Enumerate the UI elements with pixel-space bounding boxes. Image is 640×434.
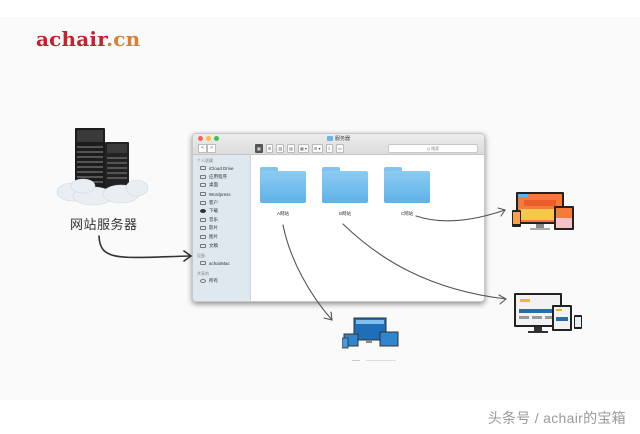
music-icon — [200, 217, 206, 222]
share-button[interactable]: ⇧ — [325, 144, 333, 153]
sidebar-item-label: Wordpress — [209, 191, 231, 197]
view-columns-button[interactable]: ▥ — [276, 144, 285, 153]
sidebar-item-icloud[interactable]: iCloud Drive — [193, 164, 250, 173]
sidebar-item-documents[interactable]: 文稿 — [193, 241, 250, 250]
network-icon — [200, 278, 206, 283]
sidebar-item-movies[interactable]: 影片 — [193, 224, 250, 233]
view-list-button[interactable]: ☰ — [265, 144, 274, 153]
sidebar-item-all[interactable]: 所有 — [193, 277, 250, 286]
server-icon — [55, 128, 150, 208]
window-title: 服务器 — [193, 135, 484, 142]
sidebar-item-desktop[interactable]: 桌面 — [193, 181, 250, 190]
sidebar: 个人收藏 iCloud Drive 应用程序 桌面 Wordpress 客户 下… — [193, 155, 251, 301]
folder-icon — [200, 200, 206, 205]
folder-icon — [326, 136, 333, 142]
document-icon — [200, 243, 206, 248]
folder-label-b[interactable]: B网站 — [338, 211, 351, 216]
window-controls — [198, 136, 219, 141]
sidebar-item-label: 桌面 — [209, 182, 218, 188]
sidebar-header-favorites: 个人收藏 — [197, 158, 213, 163]
photo-icon — [200, 235, 206, 240]
sidebar-item-achairmac[interactable]: achairMac — [193, 259, 250, 268]
responsive-devices-blue-icon — [514, 293, 584, 356]
content-area: A网站 B网站 C网站 — [251, 155, 484, 301]
folder-icon — [200, 192, 206, 197]
nav-buttons: < > — [198, 144, 216, 153]
sidebar-item-downloads[interactable]: 下载 — [193, 207, 250, 216]
logo-suffix: .cn — [106, 27, 141, 51]
folder-icon-c[interactable] — [384, 167, 430, 203]
group-button[interactable]: ▦ ▾ — [297, 144, 309, 153]
sidebar-item-label: 应用程序 — [209, 173, 227, 179]
sidebar-item-wordpress[interactable]: Wordpress — [193, 190, 250, 199]
title-bar: 服务器 < > ▦ ☰ ▥ ▤ ▦ ▾ ⚙ ▾ ⇧ ▭ Q 搜索 — [193, 134, 484, 155]
server-label: 网站服务器 — [70, 217, 138, 232]
sidebar-item-label: 下载 — [209, 208, 218, 214]
folder-icon-b[interactable] — [322, 167, 368, 203]
responsive-devices-orange-icon — [512, 192, 582, 257]
sidebar-item-label: achairMac — [209, 260, 230, 266]
movie-icon — [200, 226, 206, 231]
zoom-button[interactable] — [214, 136, 219, 141]
cloud-icon — [200, 166, 206, 171]
computer-icon — [200, 261, 206, 266]
sidebar-item-label: 文稿 — [209, 242, 218, 248]
folder-label-c[interactable]: C网站 — [400, 211, 414, 216]
minimize-button[interactable] — [206, 136, 211, 141]
responsive-devices-small-icon — [341, 316, 402, 373]
window-title-text: 服务器 — [334, 136, 350, 142]
search-input[interactable]: Q 搜索 — [388, 144, 478, 153]
close-button[interactable] — [198, 136, 203, 141]
action-gear-button[interactable]: ⚙ ▾ — [311, 144, 323, 153]
view-coverflow-button[interactable]: ▤ — [287, 144, 295, 153]
tags-button[interactable]: ▭ — [335, 144, 344, 153]
desktop-icon — [200, 183, 206, 188]
finder-window: 服务器 < > ▦ ☰ ▥ ▤ ▦ ▾ ⚙ ▾ ⇧ ▭ Q 搜索 个人收藏 iC… — [192, 133, 485, 302]
sidebar-item-label: 图片 — [209, 234, 218, 240]
sidebar-item-label: 客户 — [209, 199, 218, 205]
sidebar-item-pictures[interactable]: 图片 — [193, 233, 250, 242]
sidebar-item-label: 影片 — [209, 225, 218, 231]
sidebar-item-clients[interactable]: 客户 — [193, 198, 250, 207]
sidebar-item-label: 音乐 — [209, 216, 218, 222]
view-icons-button[interactable]: ▦ — [255, 144, 263, 153]
footer-watermark: 头条号 / achair的宝箱 — [487, 410, 626, 426]
back-button[interactable]: < — [198, 144, 207, 153]
sidebar-header-devices: 设备 — [197, 252, 205, 258]
sidebar-item-label: 所有 — [209, 277, 218, 283]
sidebar-header-shared: 共享的 — [197, 270, 209, 276]
toolbar: ▦ ☰ ▥ ▤ ▦ ▾ ⚙ ▾ ⇧ ▭ — [255, 144, 344, 153]
folder-label-a[interactable]: A网站 — [276, 211, 289, 216]
forward-button[interactable]: > — [207, 144, 216, 153]
sidebar-item-music[interactable]: 音乐 — [193, 216, 250, 225]
logo: achair.cn — [36, 27, 140, 51]
logo-main: achair — [36, 27, 107, 51]
apps-icon — [200, 174, 206, 179]
folder-icon-a[interactable] — [260, 167, 306, 203]
sidebar-item-label: iCloud Drive — [209, 165, 234, 171]
download-icon — [200, 209, 206, 214]
sidebar-item-apps[interactable]: 应用程序 — [193, 173, 250, 182]
